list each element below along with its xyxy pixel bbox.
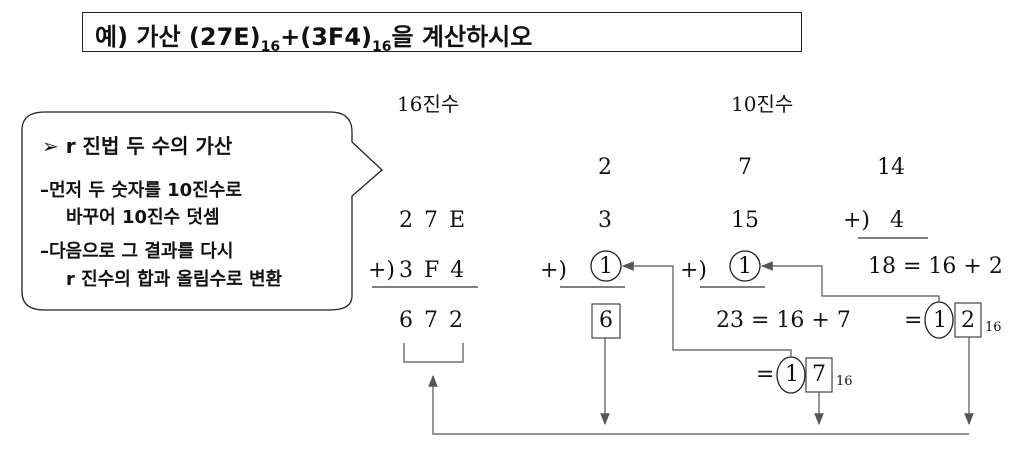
return-arrow [428, 374, 969, 435]
dec1-second: 3 [598, 208, 612, 233]
hex-operand-1: 2 7 E [399, 208, 468, 233]
dec3-top: 14 [877, 155, 905, 180]
hex-header: 16진수 [397, 92, 460, 116]
result-box-6 [591, 303, 621, 339]
dec1-carry: 1 [599, 254, 613, 279]
dec2-second: 15 [731, 208, 759, 233]
dec2-eq: = [756, 362, 775, 387]
callout-line-3: –다음으로 그 결과를 다시 [40, 241, 234, 262]
title-sub2: 16 [371, 38, 392, 55]
dec3-second: 4 [890, 208, 904, 233]
dec3-carry-out: 1 [933, 308, 947, 333]
digit-box-col3 [954, 302, 982, 338]
dec2-base: 16 [836, 374, 853, 389]
dec3-eq: = [904, 308, 923, 333]
title-mid: +(3F4) [280, 23, 372, 51]
hex-bracket [403, 343, 464, 363]
callout-line-4: r 진수의 합과 올림수로 변환 [66, 269, 283, 290]
callout-line-1: –먼저 두 숫자를 10진수로 [40, 180, 242, 201]
dec3-base: 16 [985, 320, 1002, 335]
title-suffix: 을 계산하시오 [391, 23, 533, 51]
dec2-carry: 1 [738, 254, 752, 279]
dec-header: 10진수 [731, 92, 794, 116]
hex-result: 6 7 2 [399, 308, 465, 333]
problem-title: 예) 가산 (27E)16+(3F4)16을 계산하시오 [82, 12, 802, 55]
title-prefix: 예) 가산 (27E) [95, 23, 261, 51]
dec2-sum-expression: 23 = 16 + 7 [716, 308, 851, 333]
dec2-digit: 7 [812, 362, 826, 387]
dec3-sum-expression: 18 = 16 + 2 [868, 254, 1003, 279]
carry-circle-1 [590, 250, 622, 282]
dec1-result: 6 [599, 308, 613, 333]
arrow-bullet-icon: ➢ [42, 134, 66, 158]
callout-heading: ➢ r 진법 두 수의 가산 [42, 134, 233, 158]
dec2-carry-out: 1 [785, 362, 799, 387]
title-sub1: 16 [260, 38, 281, 55]
callout-bubble [21, 111, 383, 311]
carry-arrow-col2-to-col1 [621, 261, 792, 357]
dec3-digit: 2 [961, 308, 975, 333]
hex-plus-sign: +) [368, 258, 396, 283]
callout-line-2: 바꾸어 10진수 덧셈 [66, 207, 220, 228]
dec1-top: 2 [598, 155, 612, 180]
carry-arrow-col3-to-col2 [760, 261, 940, 302]
dec2-plus: +) [680, 258, 708, 283]
dec1-plus: +) [540, 258, 568, 283]
carry-circle-2 [729, 250, 761, 282]
dec2-top: 7 [738, 155, 752, 180]
dec3-plus: +) [843, 208, 871, 233]
hex-operand-2: 3 F 4 [399, 258, 467, 283]
